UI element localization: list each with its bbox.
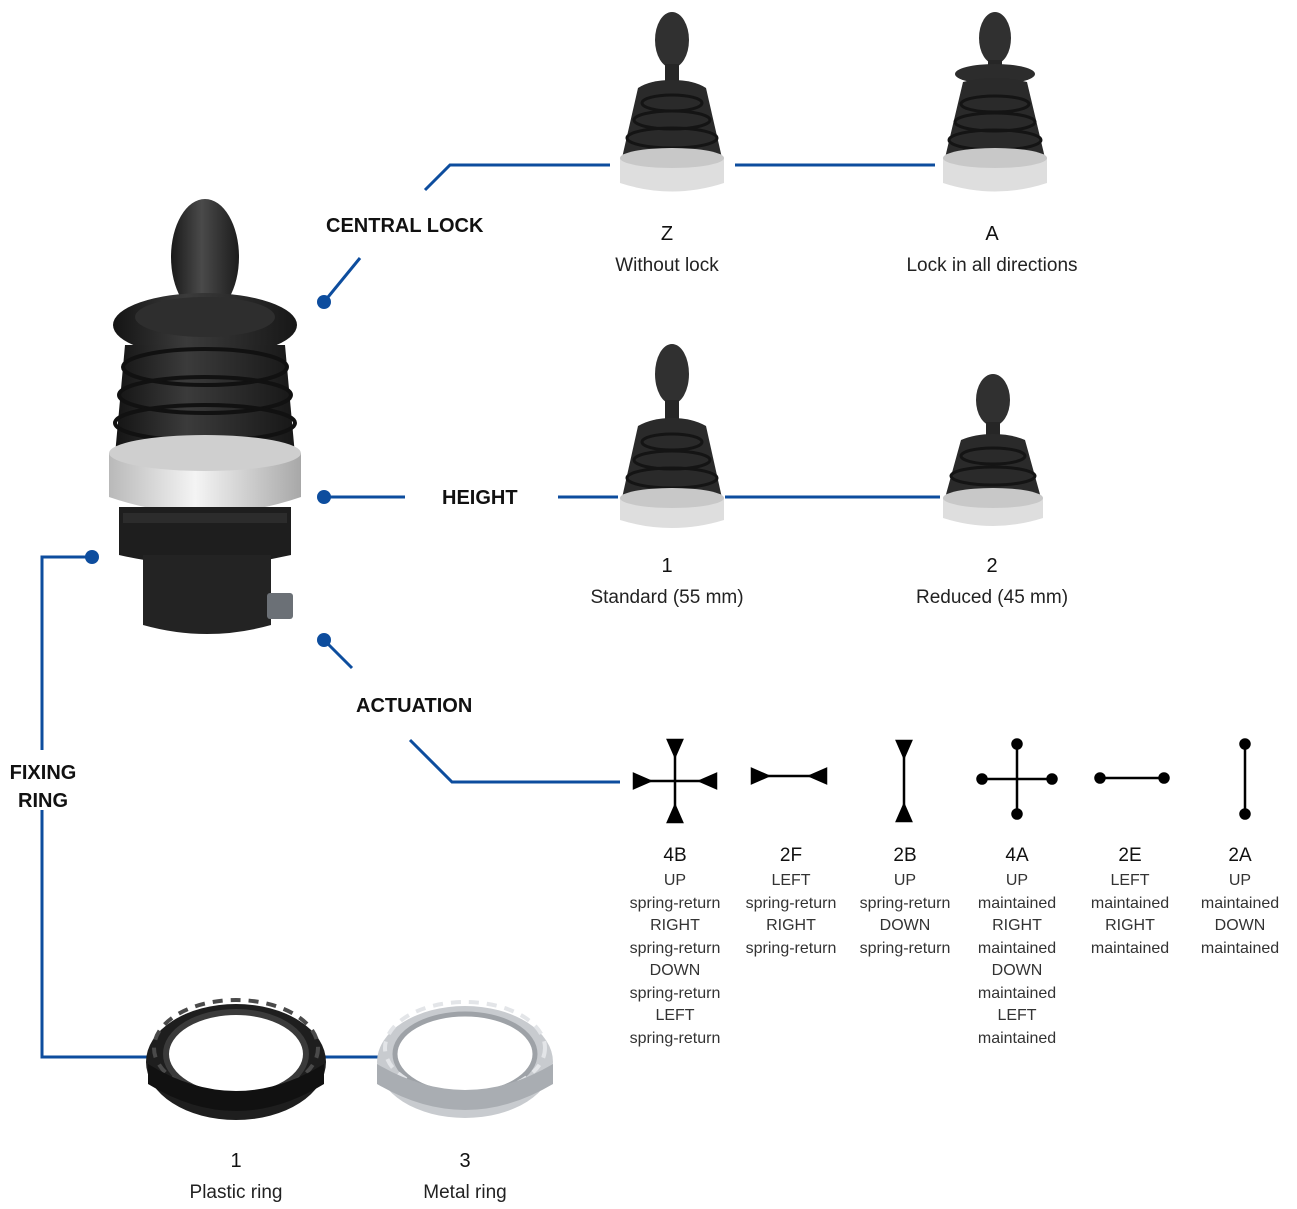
four-way-dot-icon xyxy=(976,738,1058,820)
joystick-standard-height-image xyxy=(620,344,724,528)
actuation-option-2a: 2A UP maintained DOWN maintained xyxy=(1200,845,1280,957)
vertical-arrow-icon xyxy=(895,739,913,823)
actuation-option-4b: 4B UP spring-return RIGHT spring-return … xyxy=(629,845,721,1047)
horizontal-arrow-icon xyxy=(750,767,828,785)
metal-ring-image xyxy=(377,1000,553,1118)
actuation-option-4a: 4A UP maintained RIGHT maintained DOWN m… xyxy=(977,845,1057,1047)
four-way-arrow-icon xyxy=(632,738,718,824)
actuation-option-2f: 2F LEFT spring-return RIGHT spring-retur… xyxy=(745,845,837,957)
central-lock-anchor-dot xyxy=(317,295,331,309)
actuation-option-2e: 2E LEFT maintained RIGHT maintained xyxy=(1090,845,1170,957)
height-option-2: 2 Reduced (45 mm) xyxy=(915,555,1069,608)
horizontal-dot-icon xyxy=(1094,772,1170,784)
joystick-reduced-height-image xyxy=(943,374,1043,526)
fixing-ring-title: FIXING RING xyxy=(9,762,77,812)
height-anchor-dot xyxy=(317,490,331,504)
main-joystick-image xyxy=(109,199,301,634)
fixing-ring-anchor-dot xyxy=(85,550,99,564)
central-lock-title: CENTRAL LOCK xyxy=(326,215,484,237)
fixing-ring-option-1: 1 Plastic ring xyxy=(189,1150,283,1203)
central-lock-option-a: A Lock in all directions xyxy=(906,223,1078,276)
joystick-with-lock-image xyxy=(943,12,1047,192)
central-lock-option-z: Z Without lock xyxy=(615,223,719,276)
actuation-anchor-dot xyxy=(317,633,331,647)
height-option-1: 1 Standard (55 mm) xyxy=(590,555,744,608)
vertical-dot-icon xyxy=(1239,738,1251,820)
height-title: HEIGHT xyxy=(442,487,518,509)
joystick-without-lock-image xyxy=(620,12,724,192)
actuation-title: ACTUATION xyxy=(356,695,473,717)
plastic-ring-image xyxy=(146,998,326,1120)
fixing-ring-option-3: 3 Metal ring xyxy=(423,1150,507,1203)
actuation-option-2b: 2B UP spring-return DOWN spring-return xyxy=(859,845,951,957)
